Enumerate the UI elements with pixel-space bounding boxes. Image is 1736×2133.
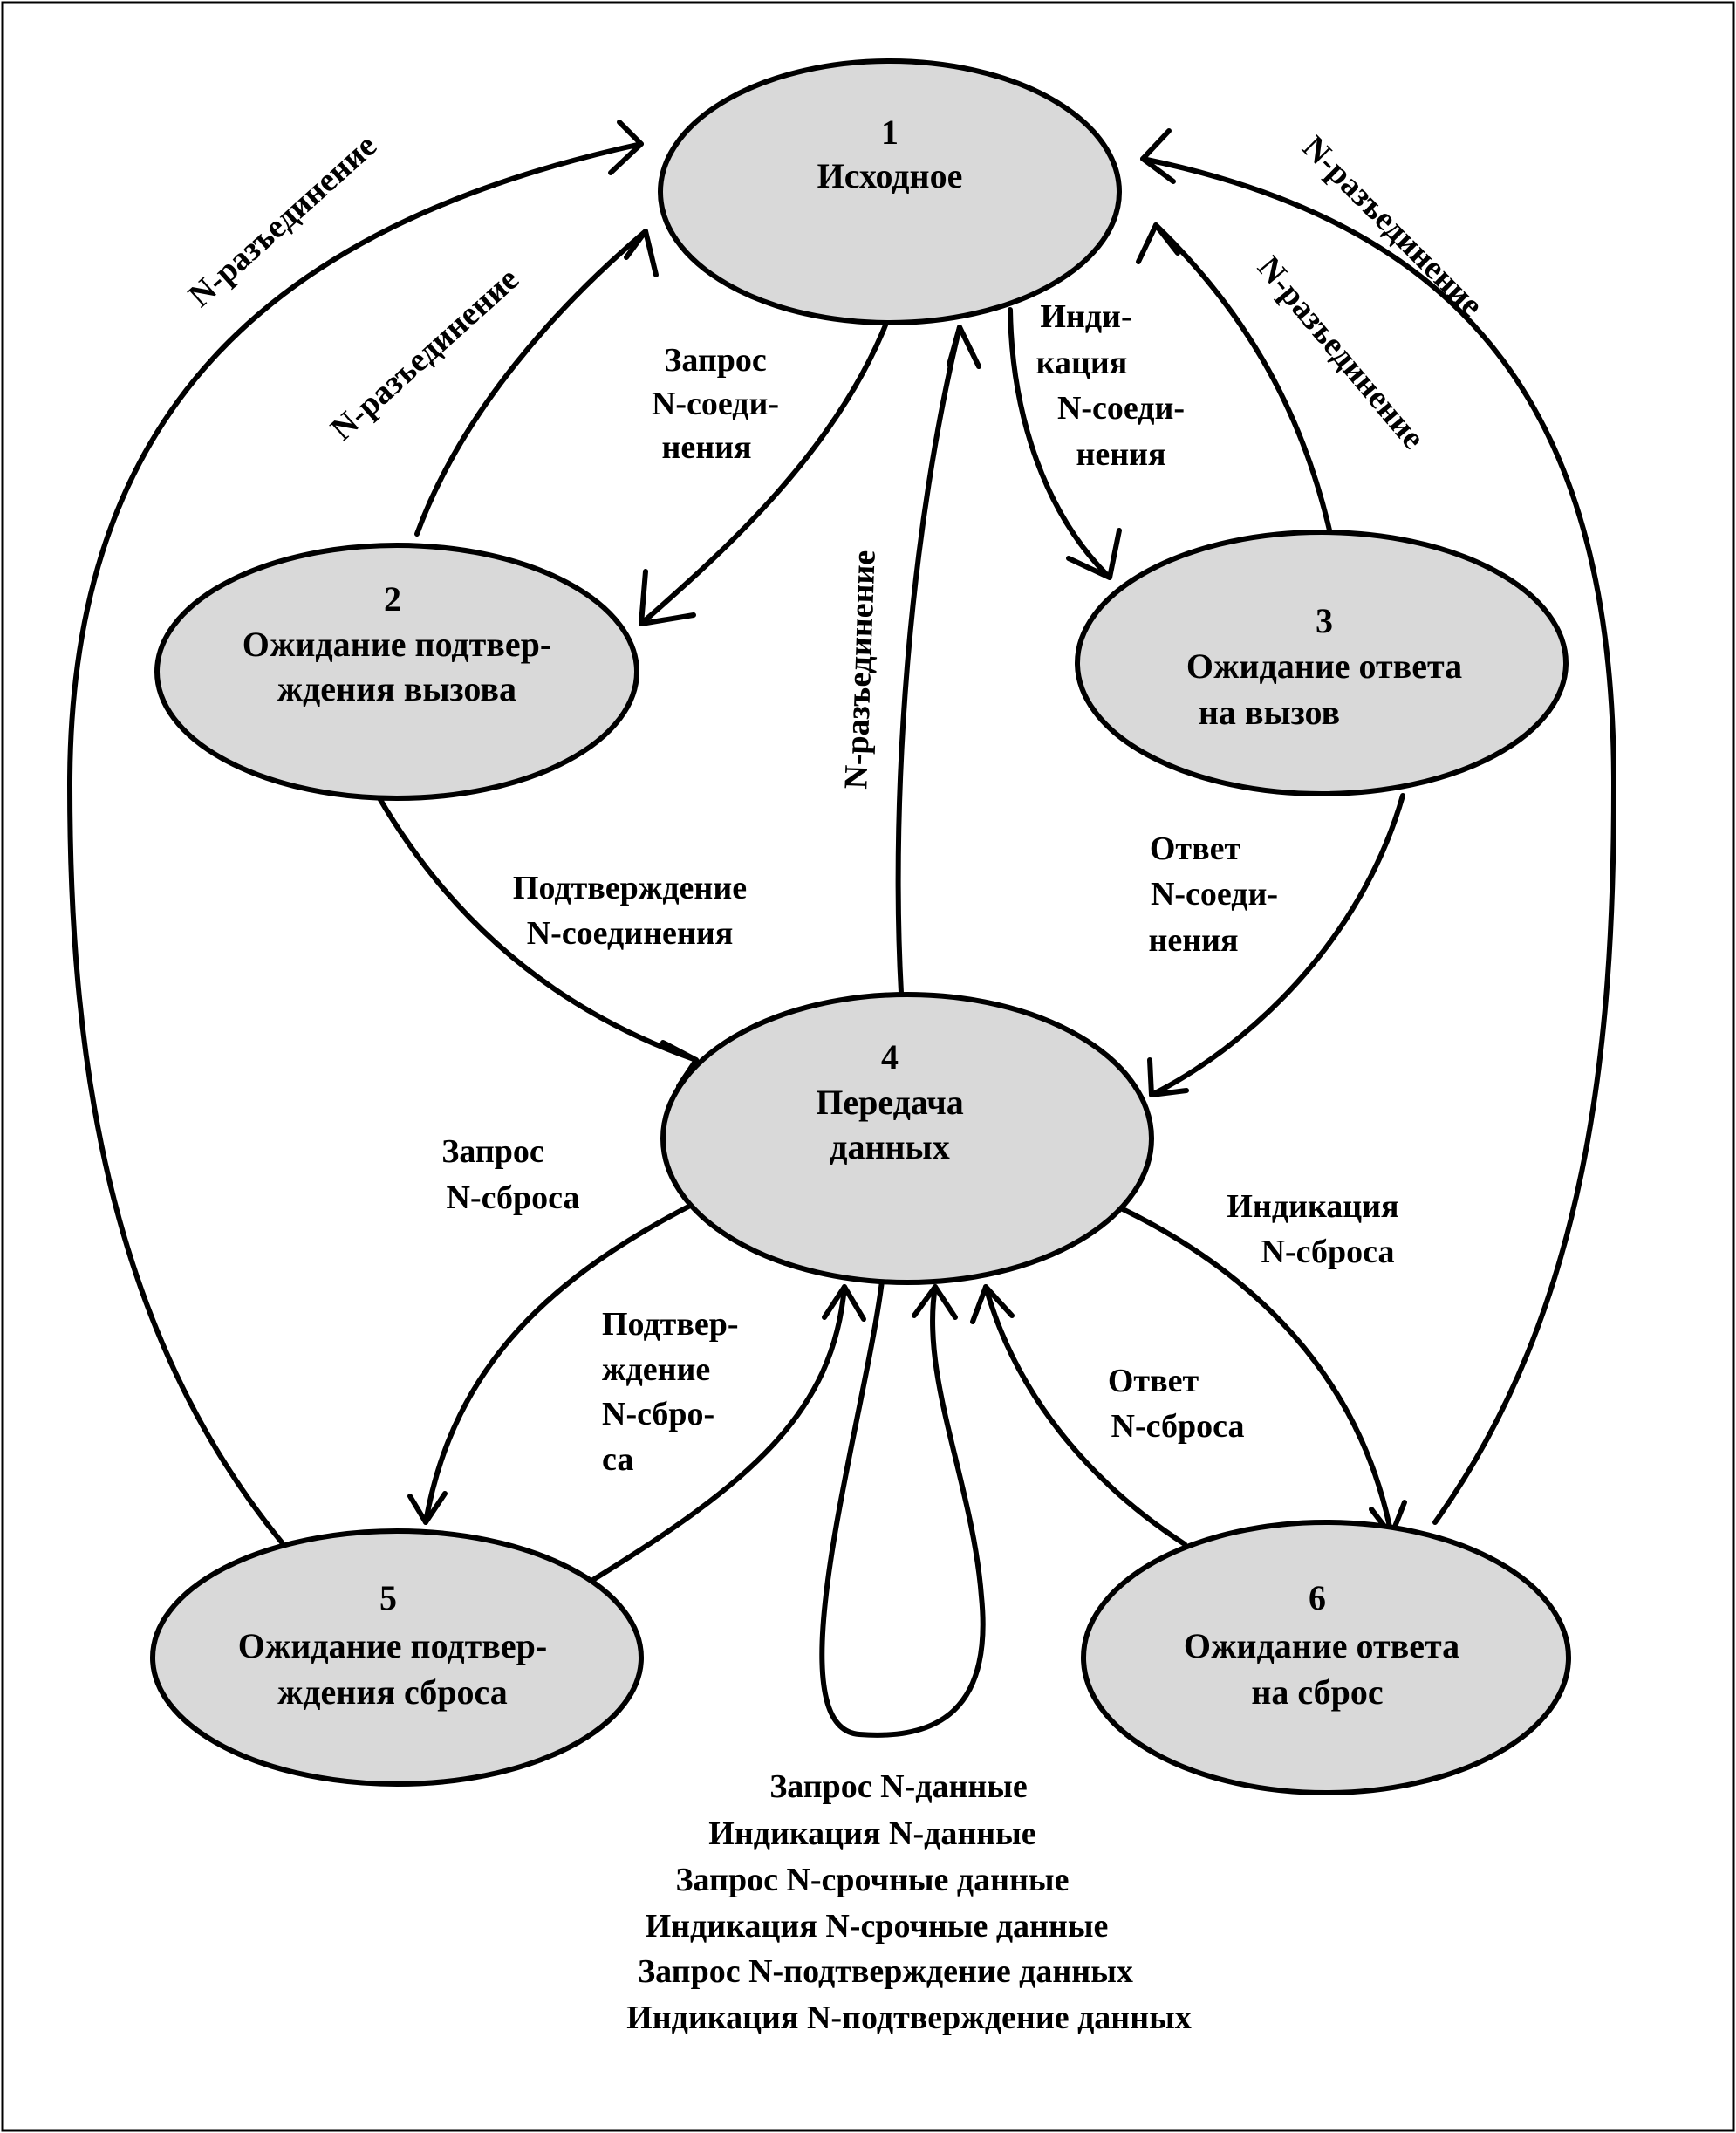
edge-label-4-4-line1: Запрос N-данные (769, 1768, 1028, 1805)
state-label-4-line1: Передача (816, 1083, 964, 1122)
state-label-3-line2: на вызов (1199, 693, 1340, 732)
state-number-3: 3 (1316, 601, 1333, 640)
state-node-5: 5 Ожидание подтвер- ждения сброса (150, 1528, 644, 1787)
arrowhead-5-4 (822, 1284, 866, 1322)
edge-label-2-1: N-разъединение (324, 261, 526, 448)
edge-label-4-5-line2: N-сброса (447, 1179, 580, 1216)
state-label-5-line1: Ожидание подтвер- (238, 1626, 547, 1665)
arrowhead-6-4 (970, 1284, 1015, 1324)
edge-label-2-4-line2: N-соединения (527, 915, 734, 952)
edge-label-5-4-line1: Подтвер- (602, 1306, 739, 1343)
state-label-1-line1: Исходное (817, 156, 963, 195)
state-node-6: 6 Ожидание ответа на сброс (1081, 1520, 1571, 1795)
edge-label-2-4-line1: Подтверждение (513, 870, 747, 906)
edge-label-3-4-line2: N-соеди- (1151, 876, 1278, 913)
arrowhead-4-5 (407, 1491, 448, 1525)
arrowhead-3-1 (1136, 222, 1180, 264)
edge-line-5-4 (589, 1284, 847, 1583)
state-label-6-line2: на сброс (1251, 1672, 1383, 1712)
edge-line-4-1 (895, 325, 962, 995)
edge-line-1-2 (639, 311, 892, 626)
arrowhead-6-1 (1140, 128, 1176, 184)
edge-label-2-4: Подтверждение N-соединения (513, 870, 747, 952)
edge-line-6-4 (983, 1284, 1187, 1547)
arrowhead-1-2 (639, 569, 696, 626)
edge-line-2-1 (414, 229, 648, 537)
state-label-5-line2: ждения сброса (277, 1672, 507, 1712)
edge-label-3-4-line1: Ответ (1150, 831, 1241, 867)
edge-line-3-1 (1153, 222, 1333, 537)
edge-line-2-4 (377, 796, 699, 1063)
edge-line-5-1 (66, 141, 644, 1545)
edge-label-1-3-line2: кация (1036, 345, 1128, 381)
state-number-6: 6 (1309, 1578, 1326, 1617)
edge-label-4-5: Запрос N-сброса (441, 1133, 579, 1216)
arrowhead-2-1 (624, 229, 659, 277)
edge-label-1-2-line3: нения (661, 429, 751, 466)
edge-label-4-4-line3: Запрос N-срочные данные (676, 1862, 1070, 1898)
edge-label-4-6-line2: N-сброса (1261, 1234, 1395, 1270)
edge-line-6-1 (1140, 156, 1617, 1525)
arrowhead-3-4 (1147, 1057, 1189, 1097)
edge-label-6-1: N-разъединение (1295, 129, 1490, 324)
state-number-1: 1 (881, 113, 899, 152)
edge-label-6-4-line2: N-сброса (1111, 1408, 1245, 1445)
edge-label-3-4: Ответ N-соеди- нения (1148, 831, 1278, 959)
edge-label-4-6: Индикация N-сброса (1227, 1188, 1398, 1270)
edge-label-4-4-line4: Индикация N-срочные данные (646, 1908, 1109, 1945)
edge-label-1-3-line3: N-соеди- (1057, 390, 1185, 427)
edge-label-1-2: Запрос N-соеди- нения (652, 342, 779, 466)
state-label-2-line1: Ожидание подтвер- (243, 625, 551, 664)
edge-label-1-2-line1: Запрос (664, 342, 766, 379)
edge-line-3-4 (1149, 793, 1405, 1097)
edge-label-1-2-line2: N-соеди- (652, 386, 779, 422)
edge-label-6-4-line1: Ответ (1108, 1363, 1199, 1399)
state-label-3-line1: Ожидание ответа (1186, 646, 1462, 686)
edge-label-4-4-line6: Индикация N-подтверждение данных (626, 2000, 1192, 2036)
edge-line-4-4 (819, 1262, 986, 1738)
arrowhead-4-1 (947, 325, 981, 369)
state-node-3: 3 Ожидание ответа на вызов (1075, 530, 1569, 796)
edge-label-1-3-line1: Инди- (1040, 298, 1131, 335)
state-number-2: 2 (384, 579, 401, 619)
state-number-5: 5 (379, 1578, 397, 1617)
edge-label-5-4-line4: са (602, 1441, 633, 1478)
state-label-6-line1: Ожидание ответа (1184, 1626, 1459, 1665)
edge-line-4-6 (1118, 1206, 1394, 1538)
edge-label-5-4-line2: ждение (602, 1351, 710, 1388)
edge-label-4-1: N-разъединение (837, 550, 883, 790)
edge-label-1-3: Инди- кация N-соеди- нения (1036, 298, 1185, 473)
edge-line-1-3 (1008, 307, 1111, 578)
arrowhead-1-3 (1066, 528, 1122, 580)
state-label-4-line2: данных (830, 1127, 950, 1166)
edge-label-5-4-line3: N-сбро- (602, 1396, 714, 1432)
edge-label-4-5-line1: Запрос (441, 1133, 543, 1170)
state-number-4: 4 (881, 1037, 899, 1077)
arrowhead-5-1 (608, 120, 644, 175)
edge-label-4-4-line5: Запрос N-подтверждение данных (638, 1953, 1133, 1990)
state-label-2-line2: ждения вызова (277, 669, 516, 708)
edge-label-3-4-line3: нения (1148, 922, 1238, 959)
edge-label-6-4: Ответ N-сброса (1108, 1363, 1245, 1445)
edge-line-4-5 (423, 1201, 696, 1525)
edge-label-4-6-line1: Индикация (1227, 1188, 1398, 1225)
edge-label-3-1: N-разъединение (1250, 250, 1432, 456)
state-node-4: 4 Передача данных (660, 992, 1154, 1285)
state-node-2: 2 Ожидание подтвер- ждения вызова (154, 543, 639, 801)
state-node-1: 1 Исходное (658, 58, 1122, 325)
arrowhead-4-4 (912, 1284, 958, 1320)
edge-label-4-4: Запрос N-данные Индикация N-данные Запро… (626, 1768, 1192, 2036)
edge-label-5-1: N-разъединение (181, 127, 384, 314)
edge-label-4-4-line2: Индикация N-данные (708, 1815, 1035, 1852)
edge-label-5-4: Подтвер- ждение N-сбро- са (602, 1306, 739, 1478)
edge-label-1-3-line4: нения (1076, 436, 1165, 473)
